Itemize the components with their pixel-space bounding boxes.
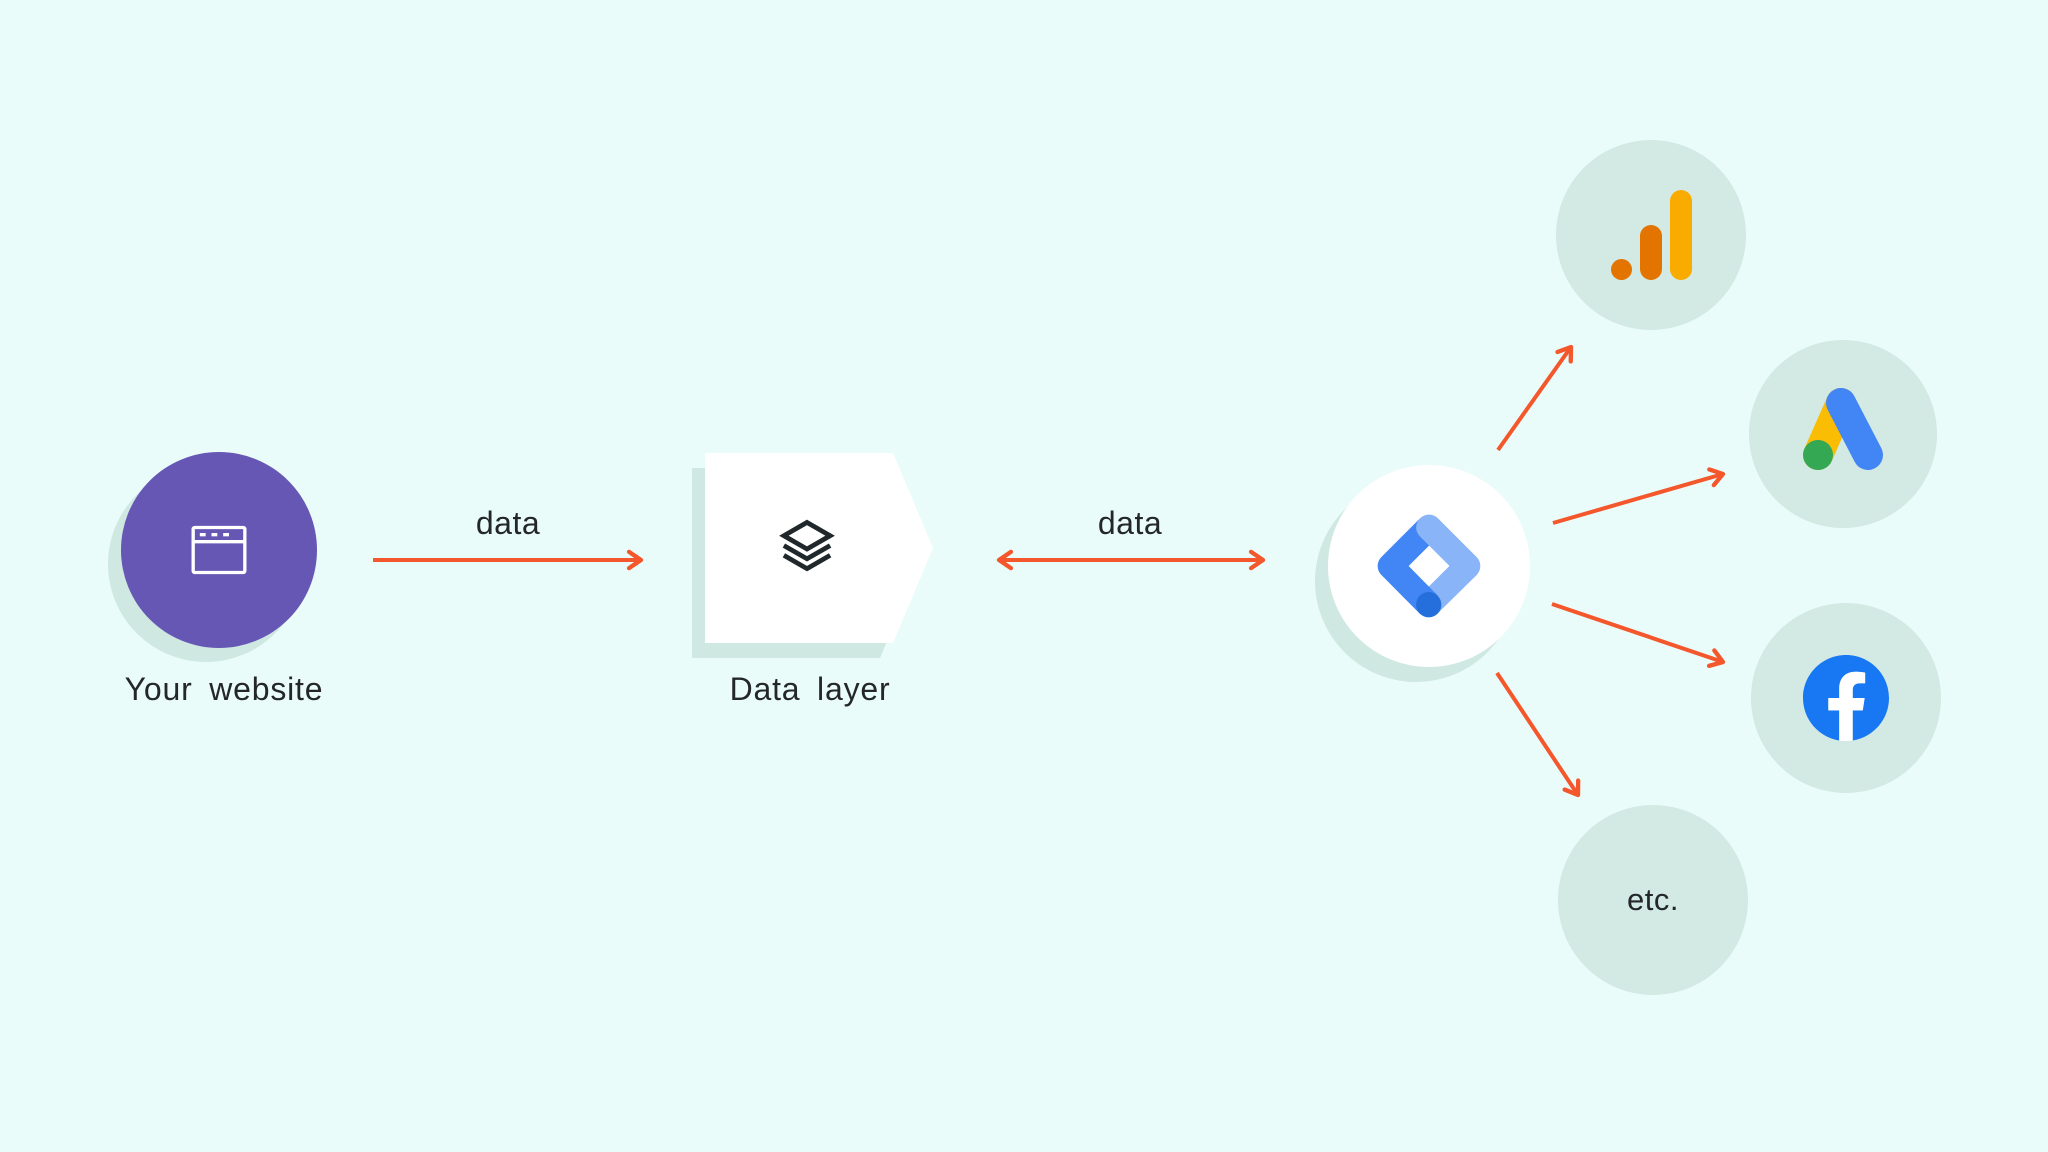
layers-icon: [779, 519, 835, 572]
arrow-gtm-to-facebook: [1551, 602, 1726, 669]
facebook-node: [1751, 603, 1941, 793]
website-label: Your website: [124, 671, 324, 707]
gtm-node: [1328, 465, 1530, 667]
etc-label: etc.: [1627, 882, 1679, 917]
arrow-gtm-to-etc: [1495, 671, 1581, 798]
data-layer-node: [692, 453, 933, 658]
etc-node: etc.: [1558, 805, 1748, 995]
arrow-gtm-to-analytics: [1496, 344, 1574, 452]
ads-node: [1749, 340, 1937, 528]
data-layer-shape: [705, 453, 933, 643]
google-ads-icon: [1803, 388, 1883, 470]
edge-label-data-2: data: [1097, 505, 1163, 541]
browser-window-icon: [191, 525, 247, 575]
data-layer-label: Data layer: [729, 671, 891, 707]
google-analytics-icon: [1610, 190, 1692, 280]
arrow-gtm-to-ads: [1552, 467, 1726, 525]
website-node: [121, 452, 317, 648]
google-tag-manager-icon: [1377, 514, 1481, 618]
analytics-node: [1556, 140, 1746, 330]
facebook-icon: [1803, 655, 1889, 741]
edge-label-data-1: data: [475, 505, 541, 541]
